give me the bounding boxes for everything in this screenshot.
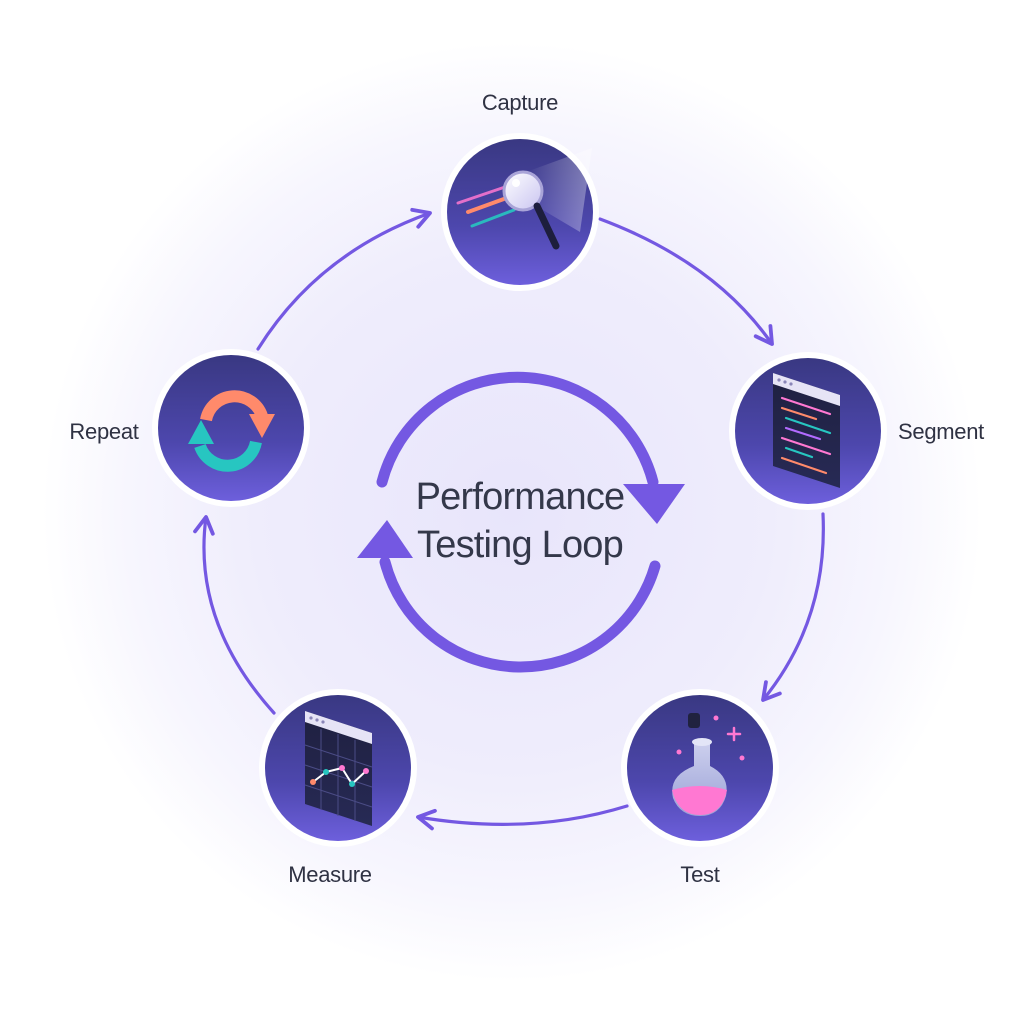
- node-capture: Capture: [441, 90, 599, 291]
- step-label-measure: Measure: [288, 862, 372, 887]
- line-chart-window-icon: [304, 711, 373, 826]
- step-label-repeat: Repeat: [69, 419, 138, 444]
- title-line-1: Performance: [416, 476, 625, 518]
- refresh-arrows-icon: [188, 390, 275, 472]
- node-repeat: Repeat: [69, 349, 310, 507]
- center-arrowhead-left: [357, 520, 413, 558]
- magnifier-icon: [456, 148, 592, 250]
- title-line-2: Testing Loop: [417, 524, 623, 566]
- center-arrow-top: [376, 371, 659, 488]
- code-window-icon: [773, 373, 840, 488]
- step-label-test: Test: [680, 862, 719, 887]
- node-segment: Segment: [729, 352, 984, 510]
- step-label-segment: Segment: [898, 419, 984, 444]
- arrow-repeat-to-capture: [256, 207, 432, 351]
- step-label-capture: Capture: [482, 90, 558, 115]
- arrow-capture-to-segment: [598, 217, 774, 346]
- node-measure: Measure: [259, 689, 417, 887]
- center-arrowhead-right: [623, 484, 685, 524]
- arrow-test-to-measure: [416, 804, 629, 831]
- outer-cycle-arrows: [193, 207, 825, 831]
- center-loop-arrows: [376, 371, 661, 673]
- arrow-segment-to-test: [761, 512, 825, 702]
- center-arrow-heads: [357, 484, 685, 558]
- center-arrow-bottom: [379, 556, 661, 673]
- flask-icon: [672, 713, 745, 816]
- node-circle: [158, 355, 304, 501]
- node-test: Test: [621, 689, 779, 887]
- arrow-measure-to-repeat: [193, 515, 276, 715]
